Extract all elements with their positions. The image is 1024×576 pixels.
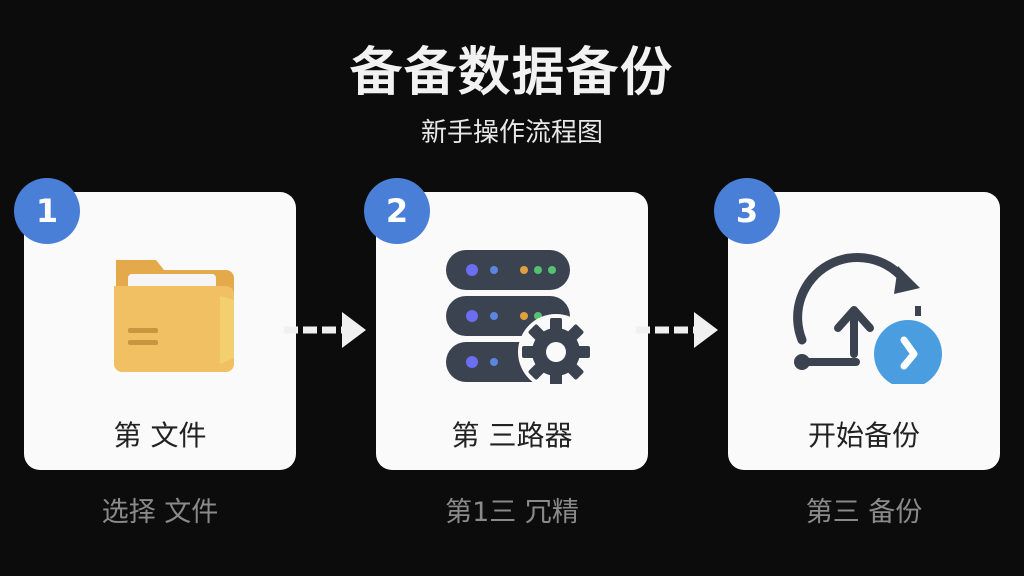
step-label-2: 第 三路器 — [451, 419, 573, 452]
step-label-1: 第 文件 — [113, 419, 207, 452]
step-caption-1: 选择 文件 — [101, 497, 219, 528]
step-label-3: 开始备份 — [807, 419, 920, 452]
folder-icon — [114, 260, 234, 372]
step-caption-3: 第三 备份 — [805, 497, 923, 528]
step-card-2: 第 三路器 — [376, 192, 648, 470]
page-title: 备备数据备份 — [349, 43, 674, 103]
step-badge-3: 3 — [714, 178, 780, 244]
step-badge-2: 2 — [364, 178, 430, 244]
database-gear-icon — [446, 250, 594, 384]
step-card-3: 开始备份 — [728, 192, 1000, 470]
page-subtitle: 新手操作流程图 — [420, 118, 603, 148]
backup-clock-icon — [793, 252, 942, 384]
arrow-right-icon — [636, 312, 718, 348]
arrow-right-icon — [284, 312, 366, 348]
step-card-1: 第 文件 — [24, 192, 296, 470]
step-badge-1: 1 — [14, 178, 80, 244]
step-caption-2: 第1三 冗精 — [445, 497, 579, 528]
